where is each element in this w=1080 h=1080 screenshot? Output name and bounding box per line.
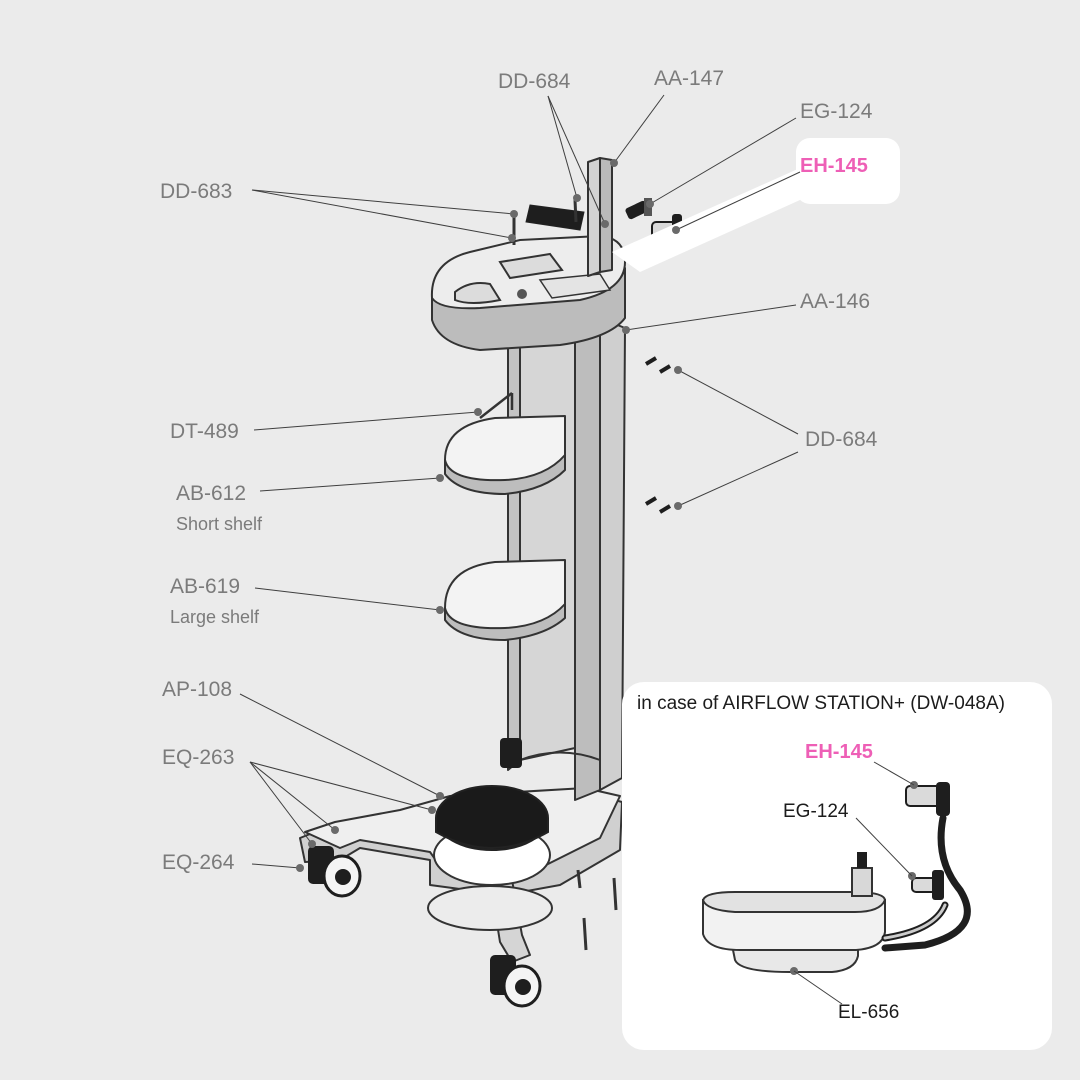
large-shelf [444,559,566,641]
cart-illustration [299,157,682,1008]
label-ab619-desc: Large shelf [170,607,260,627]
inset-label-eg124: EG-124 [783,801,849,822]
inset-label-eh145: EH-145 [805,741,873,763]
short-shelf [444,392,566,495]
label-aa146: AA-146 [800,290,870,313]
leader-lines [239,94,801,872]
inset-title: in case of AIRFLOW STATION+ (DW-048A) [637,693,1005,714]
main-labels: DD-684 AA-147 EG-124 EH-145 DD-683 AA-14… [160,67,878,874]
label-aa147: AA-147 [654,67,724,90]
label-dd684-top: DD-684 [498,70,571,93]
base-screws [576,869,618,951]
label-ab612-desc: Short shelf [176,514,263,534]
label-eg124: EG-124 [800,100,873,123]
round-pad-ap108 [433,785,551,886]
top-tray [430,157,626,351]
airflow-station [701,852,887,975]
label-eq264: EQ-264 [162,851,235,874]
label-ab612: AB-612 [176,482,246,505]
column [500,317,626,801]
label-dd683: DD-683 [160,180,232,203]
label-dd684-right: DD-684 [805,428,878,451]
inset-label-el656: EL-656 [838,1002,899,1023]
inset-hoses [881,814,971,952]
inset-panel: in case of AIRFLOW STATION+ (DW-048A) [622,682,1052,1050]
label-eh145: EH-145 [800,155,868,177]
label-ap108: AP-108 [162,678,232,701]
label-dt489: DT-489 [170,420,239,443]
label-ab619: AB-619 [170,575,240,598]
caster-left [308,846,362,898]
caster-front [490,955,542,1008]
label-eq263: EQ-263 [162,746,234,769]
screws-right [644,356,672,514]
